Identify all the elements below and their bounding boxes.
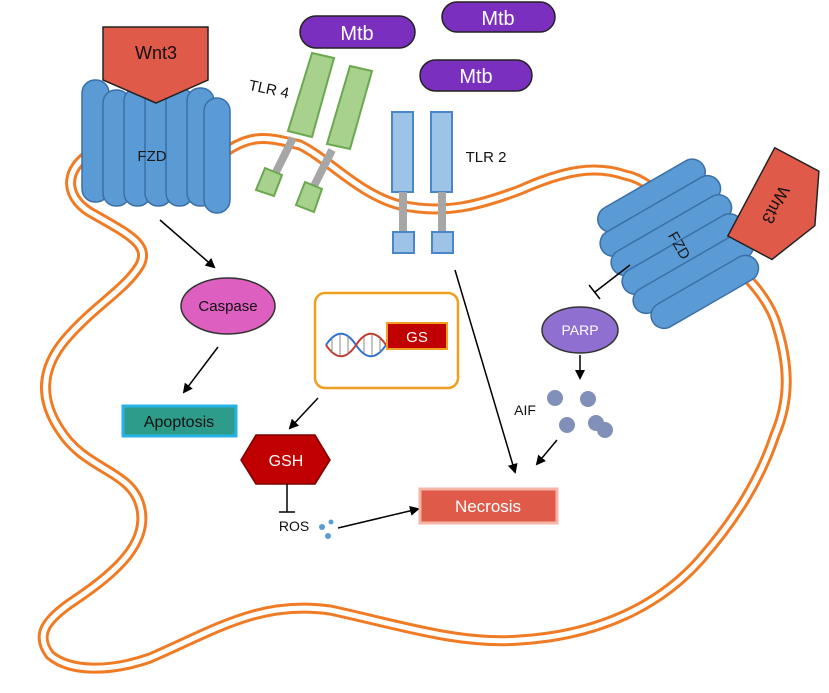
gs-gene-box: GS xyxy=(313,291,460,390)
inhibit-gsh-ros xyxy=(279,484,295,513)
cell-membrane xyxy=(37,133,792,674)
mtb-3: Mtb xyxy=(419,59,533,92)
arrow-fzd-to-caspase xyxy=(159,219,216,269)
fzd-right-receptor: FZD xyxy=(597,158,760,330)
parp-label: PARP xyxy=(561,322,598,338)
aif-particles xyxy=(547,390,613,438)
gs-label: GS xyxy=(406,329,428,346)
gsh-node: GSH xyxy=(240,434,331,485)
wnt3-right: Wnt3 xyxy=(726,146,820,261)
necrosis-node: Necrosis xyxy=(418,487,559,525)
caspase-label: Caspase xyxy=(198,298,257,315)
tlr4-receptor: TLR 4 xyxy=(247,51,374,214)
arrow-ros-to-necrosis xyxy=(337,505,420,529)
arrow-caspase-to-apoptosis xyxy=(182,346,219,394)
necrosis-label: Necrosis xyxy=(455,497,521,516)
parp-node: PARP xyxy=(541,306,619,354)
tlr2-label: TLR 2 xyxy=(466,149,507,166)
mtb-1: Mtb xyxy=(299,15,416,49)
mtb-2: Mtb xyxy=(441,1,556,33)
fzd-left-label: FZD xyxy=(137,148,166,165)
tlr4-label: TLR 4 xyxy=(247,77,291,102)
ros-label: ROS xyxy=(279,518,309,534)
tlr2-receptor: TLR 2 xyxy=(391,111,507,254)
gsh-label: GSH xyxy=(269,453,304,470)
mtb-2-label: Mtb xyxy=(481,8,514,30)
arrow-aif-to-necrosis xyxy=(535,439,558,466)
wnt3-left: Wnt3 xyxy=(102,26,209,104)
mtb-3-label: Mtb xyxy=(459,66,492,88)
arrow-gs-to-gsh xyxy=(288,397,319,430)
mtb-1-label: Mtb xyxy=(340,23,373,45)
dna-helix-icon xyxy=(325,332,387,358)
apoptosis-node: Apoptosis xyxy=(121,404,238,438)
ros-particles xyxy=(319,519,334,539)
wnt3-left-label: Wnt3 xyxy=(135,43,177,63)
inhibit-fzd-parp xyxy=(588,264,631,300)
caspase-node: Caspase xyxy=(180,277,276,335)
aif-label: AIF xyxy=(514,402,536,418)
apoptosis-label: Apoptosis xyxy=(144,414,214,431)
arrow-tlr2-to-necrosis xyxy=(454,269,518,474)
fzd-left-receptor: FZD xyxy=(81,79,231,214)
